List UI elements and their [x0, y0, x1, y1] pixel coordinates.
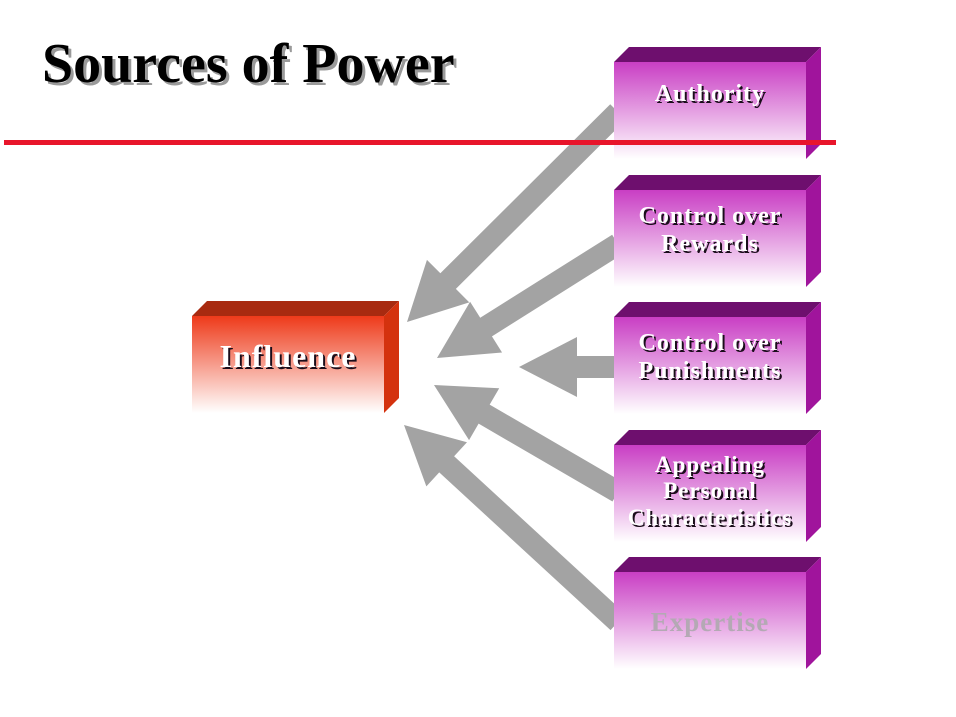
arrow-4: [434, 385, 624, 502]
source-box-2: [614, 175, 821, 287]
source-box-3-top-face: [614, 302, 821, 317]
influence-box-front-face: [192, 316, 384, 413]
source-box-4-front-face: [614, 445, 806, 542]
page-title: Sources of Power: [42, 33, 455, 95]
source-box-1-top-face: [614, 47, 821, 62]
source-box-4-top-face: [614, 430, 821, 445]
source-box-3-front-face: [614, 317, 806, 414]
arrow-1: [407, 104, 626, 322]
title-underline: [4, 140, 836, 145]
source-box-3-side-face: [806, 302, 821, 414]
source-box-4: [614, 430, 821, 542]
source-box-2-top-face: [614, 175, 821, 190]
source-box-5-side-face: [806, 557, 821, 669]
source-box-1: [614, 47, 821, 159]
source-box-5-front-face: [614, 572, 806, 669]
influence-box-side-face: [384, 301, 399, 413]
source-box-1-front-face: [614, 62, 806, 159]
source-box-2-front-face: [614, 190, 806, 287]
source-box-5: [614, 557, 821, 669]
arrow-5: [404, 425, 626, 631]
source-box-1-side-face: [806, 47, 821, 159]
source-box-2-side-face: [806, 175, 821, 287]
arrow-3: [519, 337, 618, 397]
arrow-2: [437, 234, 624, 358]
source-box-3: [614, 302, 821, 414]
source-box-5-top-face: [614, 557, 821, 572]
influence-box-top-face: [192, 301, 399, 316]
source-box-4-side-face: [806, 430, 821, 542]
influence-box: [192, 301, 399, 413]
